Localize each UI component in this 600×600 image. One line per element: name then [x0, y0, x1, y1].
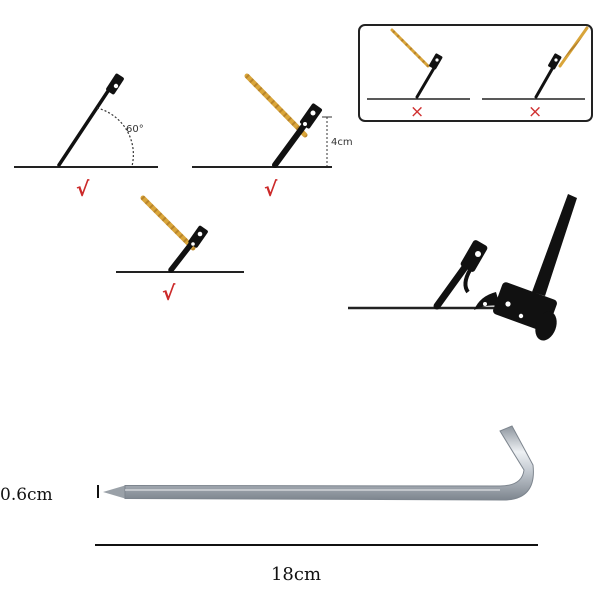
angle-label: 60°: [126, 124, 144, 135]
tent-peg: [272, 103, 323, 168]
tent-peg: [57, 73, 124, 167]
incorrect-box: [358, 24, 593, 122]
angle-arc: [96, 107, 134, 167]
incorrect-example-right: ×: [482, 26, 589, 122]
diameter-label: 0.6cm: [0, 485, 53, 505]
tent-peg: [168, 225, 208, 273]
panel-hammer-removal: [348, 194, 577, 341]
rope: [558, 26, 589, 68]
panel-height-correct: 4cm √: [192, 73, 353, 201]
check-mark-icon: √: [264, 177, 278, 201]
height-dimension: [322, 116, 332, 166]
panel-incorrect-examples: × ×: [358, 24, 593, 122]
hammer-icon: [474, 194, 577, 341]
panel-angle-correct: 60° √: [14, 73, 158, 201]
height-label: 4cm: [331, 137, 353, 148]
check-mark-icon: √: [162, 281, 176, 305]
panel-hook-correct: √: [116, 195, 244, 305]
tent-peg-full: [103, 425, 534, 501]
peg-dimensions: 0.6cm 18cm: [0, 425, 538, 585]
rope: [390, 28, 430, 68]
rope: [140, 195, 196, 251]
cross-mark-icon: ×: [410, 102, 424, 122]
length-label: 18cm: [271, 564, 321, 585]
rope: [244, 73, 308, 138]
cross-mark-icon: ×: [528, 102, 542, 122]
check-mark-icon: √: [76, 177, 90, 201]
tent-peg: [433, 240, 488, 310]
incorrect-example-left: ×: [367, 28, 470, 122]
